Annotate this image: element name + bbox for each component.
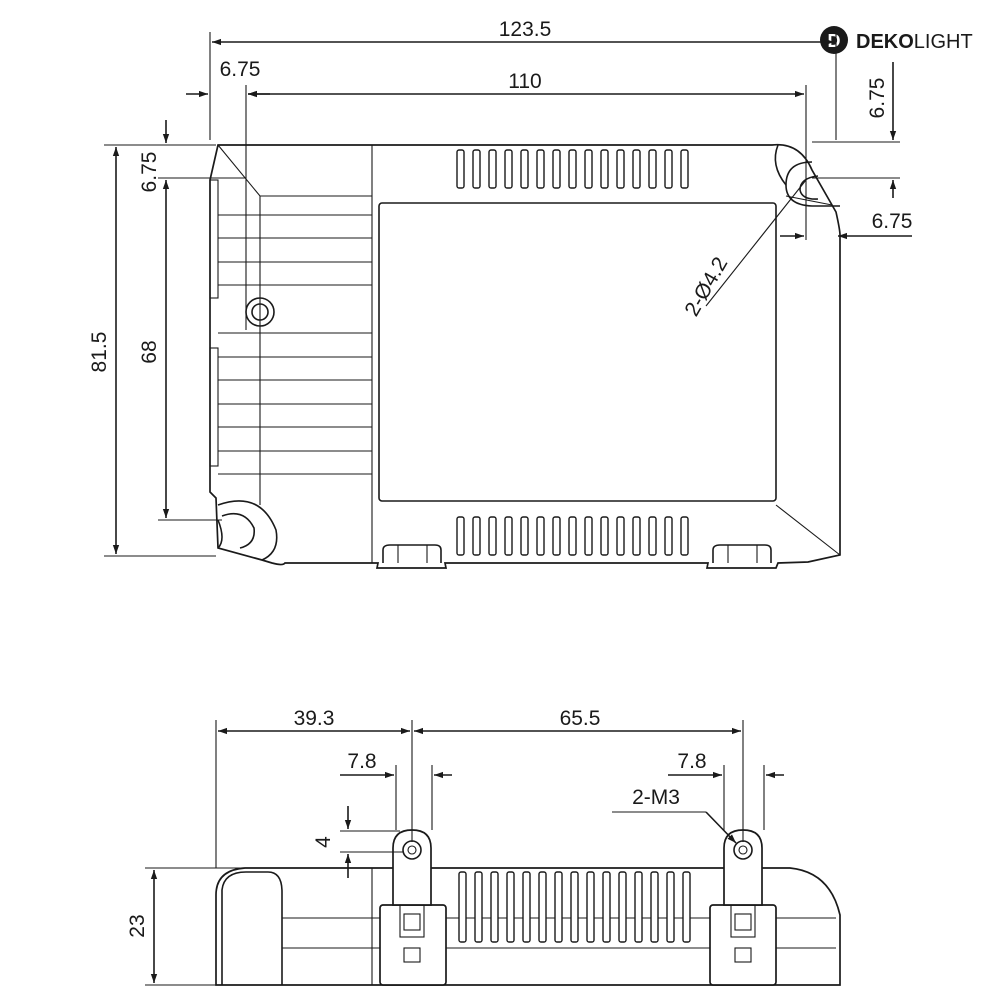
mounting-slot-inner bbox=[221, 512, 256, 549]
dim-right-side-offset: 6.75 bbox=[872, 210, 913, 233]
logo-letter: D bbox=[828, 31, 841, 51]
housing-outline bbox=[209, 143, 841, 569]
end-cap bbox=[221, 871, 283, 985]
mounting-clip-right bbox=[709, 829, 777, 986]
dim-overall-width: 81.5 bbox=[88, 332, 111, 373]
bottom-vent-slots bbox=[456, 516, 689, 556]
top-vent-slots bbox=[456, 149, 689, 189]
dim-height: 23 bbox=[126, 914, 149, 937]
screw-inner-icon bbox=[251, 303, 269, 321]
side-tab bbox=[209, 347, 219, 467]
logo-name-bold: DEKO bbox=[856, 31, 914, 53]
side-tab bbox=[209, 179, 219, 299]
dim-left-to-clip: 39.3 bbox=[294, 707, 335, 730]
dim-hole-spacing-width: 68 bbox=[138, 340, 161, 363]
dim-clip-width-left: 7.8 bbox=[347, 750, 376, 773]
label-panel bbox=[378, 202, 777, 502]
mounting-clip-left bbox=[379, 829, 447, 986]
mounting-slot-icon bbox=[217, 500, 278, 561]
bevel-line bbox=[785, 195, 833, 206]
mounting-slot-icon bbox=[785, 161, 840, 207]
logo-name-light: LIGHT bbox=[914, 31, 973, 53]
brand-logo: D DEKOLIGHT bbox=[820, 26, 973, 54]
top-view bbox=[209, 143, 841, 569]
bevel-line bbox=[775, 504, 841, 556]
left-fins bbox=[218, 214, 372, 475]
dim-clip-width-right: 7.8 bbox=[677, 750, 706, 773]
dim-overall-length: 123.5 bbox=[499, 18, 552, 41]
dim-top-offset: 6.75 bbox=[138, 152, 161, 193]
leader-line bbox=[705, 179, 807, 307]
dim-hole-spacing-length: 110 bbox=[508, 70, 541, 93]
dim-clip-spacing: 65.5 bbox=[560, 707, 601, 730]
cable-clip bbox=[712, 544, 772, 563]
dim-clip-hole-offset: 4 bbox=[312, 836, 335, 848]
screw-callout: 2-M3 bbox=[632, 786, 680, 809]
mounting-slot-inner bbox=[799, 175, 819, 200]
logo-wordmark: DEKOLIGHT bbox=[856, 31, 973, 53]
dim-right-top-offset: 6.75 bbox=[866, 78, 889, 119]
side-dimensions: 39.3 65.5 7.8 7.8 2-M3 4 23 bbox=[126, 707, 784, 986]
cable-clip bbox=[382, 544, 442, 563]
side-view bbox=[215, 829, 841, 986]
side-vent-slots bbox=[458, 871, 691, 943]
logo-badge-icon bbox=[820, 26, 848, 54]
dim-left-offset: 6.75 bbox=[220, 58, 261, 81]
